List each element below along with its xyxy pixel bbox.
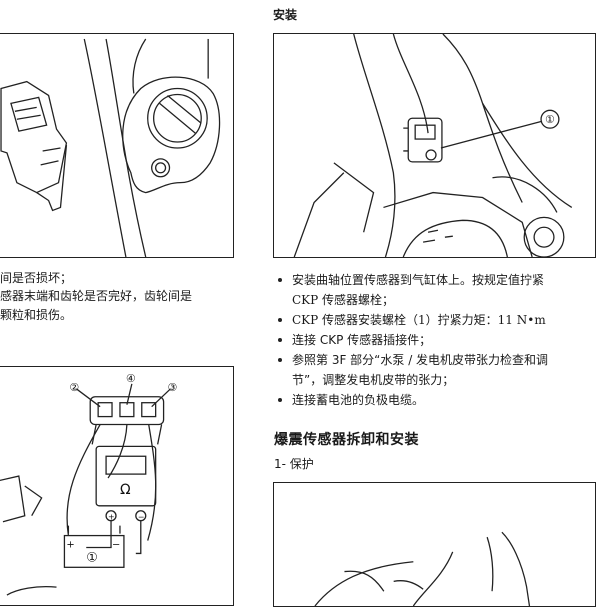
install-step-3: 连接 CKP 传感器插接件； <box>276 330 598 350</box>
figure-sensor-resistance-circuit: ② ④ ③ Ω + − + − ① <box>0 366 234 606</box>
install-step-3-line-1: 连接 CKP 传感器插接件； <box>292 333 432 347</box>
left-text-line-3: 颗粒和损伤。 <box>0 308 73 322</box>
figure-knock-sensor <box>273 482 596 607</box>
knock-sensor-subheading: 1- 保护 <box>274 457 314 471</box>
install-step-4: 参照第 3F 部分“水泵 / 发电机皮带张力检查和调 节”，调整发电机皮带的张力… <box>276 350 598 390</box>
knock-sensor-drawing <box>314 531 531 606</box>
install-step-1-line-2: CKP 传感器螺栓； <box>292 293 395 307</box>
section-title-install: 安装 <box>273 8 298 22</box>
left-text-line-2: 感器末端和齿轮是否完好，齿轮间是 <box>0 289 193 303</box>
install-step-2: CKP 传感器安装螺栓（1）拧紧力矩：11 N•m <box>276 310 598 330</box>
battery-minus: − <box>112 539 120 550</box>
left-text-line-1: 间是否损坏； <box>0 271 73 285</box>
install-step-5: 连接蓄电池的负极电缆。 <box>276 390 598 410</box>
ohm-symbol: Ω <box>120 482 131 498</box>
install-step-5-line-1: 连接蓄电池的负极电缆。 <box>292 393 425 407</box>
install-step-2-line-1: CKP 传感器安装螺栓（1）拧紧力矩：11 N•m <box>292 313 546 327</box>
meter-minus: − <box>138 513 145 522</box>
install-step-1-line-1: 安装曲轴位置传感器到气缸体上。按规定值拧紧 <box>292 273 545 287</box>
install-step-4-line-2: 节”，调整发电机皮带的张力； <box>292 373 455 387</box>
install-steps-list: 安装曲轴位置传感器到气缸体上。按规定值拧紧 CKP 传感器螺栓； CKP 传感器… <box>276 270 598 410</box>
terminal-4-callout: ④ <box>126 372 136 385</box>
sensor-inspection-drawing <box>0 38 221 257</box>
figure-sensor-inspection <box>0 33 234 258</box>
terminal-2-callout: ② <box>69 381 79 394</box>
figure-ckp-sensor-installed: ① <box>273 33 596 258</box>
battery-plus: + <box>66 539 74 550</box>
knock-sensor-heading: 爆震传感器拆卸和安装 <box>274 432 419 448</box>
install-step-4-line-1: 参照第 3F 部分“水泵 / 发电机皮带张力检查和调 <box>292 353 549 367</box>
terminal-3-callout: ③ <box>168 381 178 394</box>
install-step-1: 安装曲轴位置传感器到气缸体上。按规定值拧紧 CKP 传感器螺栓； <box>276 270 598 310</box>
battery-callout: ① <box>86 550 98 565</box>
circuit-drawing: ② ④ ③ Ω + − + − ① <box>0 372 178 596</box>
meter-plus: + <box>108 513 115 522</box>
install-drawing: ① <box>293 34 573 257</box>
bolt-callout: ① <box>545 113 555 126</box>
